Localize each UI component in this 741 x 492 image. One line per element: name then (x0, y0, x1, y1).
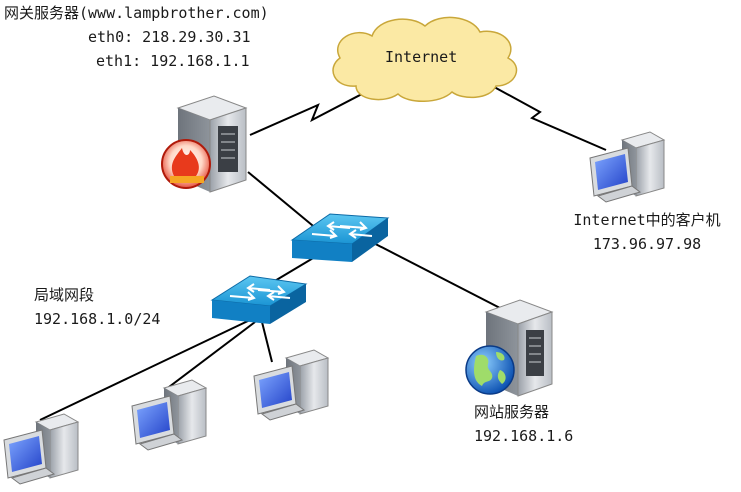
lan-switch-icon (210, 275, 308, 324)
core-switch-icon (290, 213, 390, 262)
link-gateway-switch (247, 171, 319, 231)
links (39, 81, 607, 421)
lan-computer-3-icon (253, 349, 330, 421)
link-internet-client (484, 81, 607, 151)
link-switch-webserver (359, 235, 501, 309)
link-lan-pc1 (39, 319, 251, 421)
client-ip: 173.96.97.98 (592, 235, 702, 253)
internet-cloud (332, 16, 518, 102)
link-lan-pc2 (164, 321, 256, 391)
globe-icon (465, 345, 515, 395)
link-lan-pc3 (261, 321, 273, 363)
client-title: Internet中的客户机 (573, 211, 721, 229)
internet-label: Internet (385, 48, 458, 66)
link-gateway-internet (249, 81, 386, 136)
web-server-ip: 192.168.1.6 (474, 427, 574, 445)
lan-computer-1-icon (3, 413, 80, 485)
gateway-eth1: eth1: 192.168.1.1 (96, 52, 250, 70)
firewall-icon (161, 139, 211, 189)
lan-subnet: 192.168.1.0/24 (34, 310, 161, 328)
web-server-title: 网站服务器 (474, 403, 550, 421)
gateway-title: 网关服务器(www.lampbrother.com) (4, 4, 269, 22)
gateway-eth0: eth0: 218.29.30.31 (88, 28, 251, 46)
internet-client-computer-icon (589, 131, 666, 203)
lan-computer-2-icon (131, 379, 208, 451)
lan-title: 局域网段 (34, 286, 95, 304)
